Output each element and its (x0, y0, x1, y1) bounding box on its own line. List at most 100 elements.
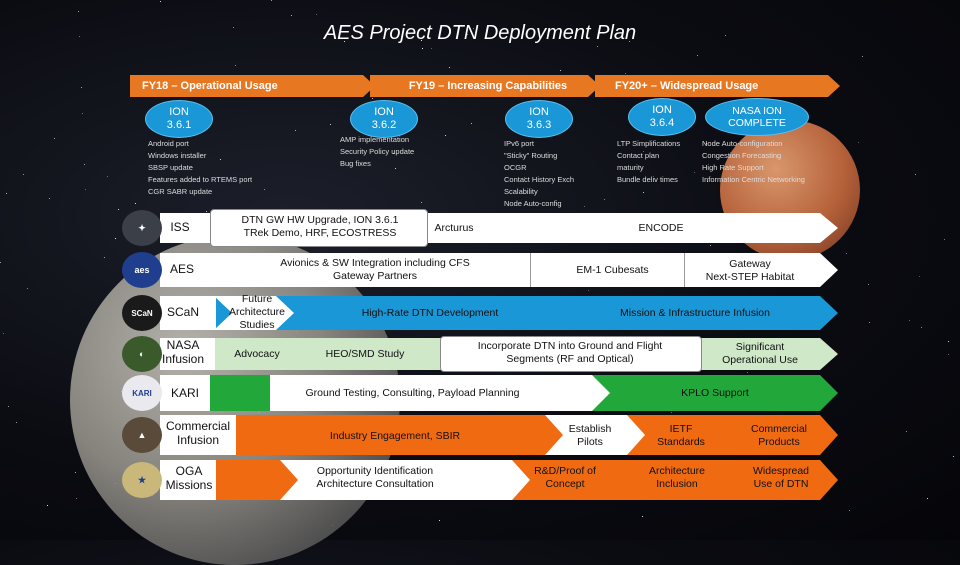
nasa-item-incorporate: Incorporate DTN into Ground and Flight S… (445, 340, 695, 366)
star (868, 284, 869, 285)
star (747, 372, 748, 373)
notes-ion-363: IPv6 port "Sticky" Routing OCGR Contact … (504, 138, 614, 210)
phase-label: FY18 – Operational Usage (142, 80, 278, 92)
row-label-kari: KARI (160, 387, 210, 401)
star (906, 431, 907, 432)
star (915, 174, 916, 175)
row-label-aes: AES (160, 263, 204, 277)
star (862, 56, 863, 57)
star (0, 262, 1, 263)
star (6, 193, 7, 194)
iss-item-encode: ENCODE (625, 222, 697, 235)
version-ion-362: ION 3.6.2 (350, 100, 418, 138)
star (104, 257, 105, 258)
star (23, 174, 24, 175)
notes-ion-361: Android port Windows installer SBSP upda… (148, 138, 298, 198)
star (697, 55, 698, 56)
scan-item-mission: Mission & Infrastructure Infusion (600, 307, 790, 320)
star (625, 73, 626, 74)
star (671, 412, 672, 413)
page-title: AES Project DTN Deployment Plan (0, 22, 960, 45)
star (271, 0, 272, 1)
oga-item-architecture: Architecture Inclusion (632, 465, 722, 491)
star (919, 276, 920, 277)
star (944, 239, 945, 240)
oga-item-opportunity: Opportunity Identification Architecture … (290, 465, 460, 491)
star (75, 472, 76, 473)
star (431, 48, 432, 49)
kari-item-ground: Ground Testing, Consulting, Payload Plan… (280, 387, 545, 400)
star (206, 211, 207, 212)
star (330, 124, 331, 125)
aes-item-em1: EM-1 Cubesats (545, 264, 680, 277)
star (54, 138, 55, 139)
star (948, 341, 949, 342)
scan-item-highrate: High-Rate DTN Development (340, 307, 520, 320)
star (160, 1, 161, 2)
star (869, 322, 870, 323)
star (588, 290, 589, 291)
notes-nasa-ion-complete: Node Auto-configuration Congestion Forec… (702, 138, 832, 186)
star (710, 245, 711, 246)
star (846, 253, 847, 254)
star (909, 320, 910, 321)
star (8, 406, 9, 407)
version-ion-364: ION 3.6.4 (628, 98, 696, 136)
star (372, 98, 373, 99)
star (471, 123, 472, 124)
star (107, 176, 108, 177)
star (115, 238, 116, 239)
scan-logo: SCaN (122, 295, 162, 331)
star (948, 354, 949, 355)
star (118, 209, 119, 210)
star (135, 203, 136, 204)
star (449, 67, 450, 68)
star (3, 333, 4, 334)
commercial-icon: ▲ (122, 417, 162, 453)
oga-item-rd: R&D/Proof of Concept (525, 465, 605, 491)
star (16, 422, 17, 423)
iss-icon: ✦ (122, 210, 162, 246)
row-label-nasa-infusion: NASA Infusion (158, 339, 208, 367)
notes-ion-364: LTP Simplifications Contact plan maturit… (617, 138, 707, 186)
nasa-item-significant: Significant Operational Use (705, 341, 815, 367)
notes-ion-362: AMP implementation Security Policy updat… (340, 134, 460, 170)
row-label-iss: ISS (160, 221, 200, 235)
phase-fy19: FY19 – Increasing Capabilities (370, 75, 600, 97)
scan-item-future: Future Architecture Studies (222, 293, 292, 332)
commercial-item-pilots: Establish Pilots (555, 423, 625, 449)
star (291, 15, 292, 16)
nasa-item-advocacy: Advocacy (222, 348, 292, 361)
oga-seal: ★ (122, 462, 162, 498)
star (47, 505, 48, 506)
nasa-item-heo: HEO/SMD Study (310, 348, 420, 361)
aes-item-avionics: Avionics & SW Integration including CFS … (250, 257, 500, 283)
version-ion-363: ION 3.6.3 (505, 100, 573, 138)
aes-item-gateway: Gateway Next-STEP Habitat (690, 258, 810, 284)
star (84, 164, 85, 165)
kari-item-kplo: KPLO Support (660, 387, 770, 400)
star (927, 498, 928, 499)
star (49, 198, 50, 199)
commercial-item-industry: Industry Engagement, SBIR (300, 430, 490, 443)
star (643, 192, 644, 193)
star (78, 11, 79, 12)
star (85, 189, 86, 190)
star (422, 48, 423, 49)
star (953, 456, 954, 457)
star (858, 142, 859, 143)
oga-item-widespread: Widespread Use of DTN (738, 465, 824, 491)
star (597, 46, 598, 47)
star (560, 70, 561, 71)
aes-logo: aes (122, 252, 162, 288)
star (76, 498, 77, 499)
kari-logo: KARI (122, 375, 162, 411)
star (295, 130, 296, 131)
nasa-infusion-icon: ◐ (122, 336, 162, 372)
row-label-commercial: Commercial Infusion (158, 420, 238, 448)
iss-item-arcturus: Arcturus (418, 222, 490, 235)
commercial-item-ietf: IETF Standards (640, 423, 722, 449)
phase-label: FY20+ – Widespread Usage (615, 80, 758, 92)
version-nasa-ion-complete: NASA ION COMPLETE (705, 98, 809, 136)
row-label-scan: SCaN (160, 306, 206, 320)
